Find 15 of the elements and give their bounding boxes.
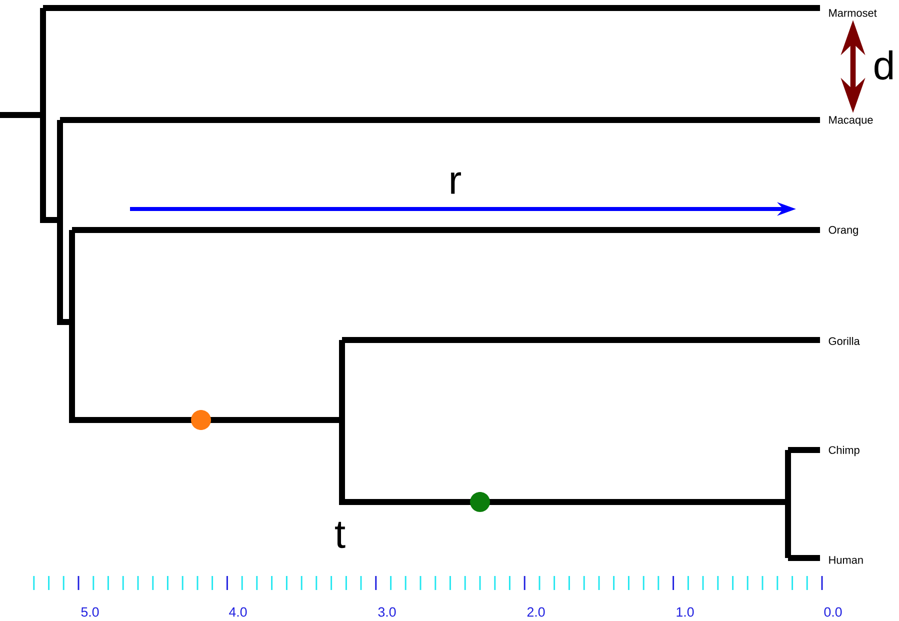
tick-label: 4.0 xyxy=(229,607,247,617)
tick-label: 0.0 xyxy=(824,607,842,617)
leaf-label: Human xyxy=(829,556,863,564)
time-letter: t xyxy=(335,522,346,548)
leaf-label: Marmoset xyxy=(829,9,877,17)
leaf-label: Gorilla xyxy=(828,336,860,346)
distance-letter: d xyxy=(874,50,893,80)
leaf-label: Chimp xyxy=(828,446,860,456)
tick-label: 5.0 xyxy=(81,607,99,617)
rate-letter: r xyxy=(451,172,461,194)
tick-label: 1.0 xyxy=(676,607,694,617)
leaf-label: Macaque xyxy=(829,116,873,126)
tick-label: 3.0 xyxy=(378,607,396,617)
tick-label: 2.0 xyxy=(527,607,545,617)
leaf-label: Orang xyxy=(828,226,858,236)
